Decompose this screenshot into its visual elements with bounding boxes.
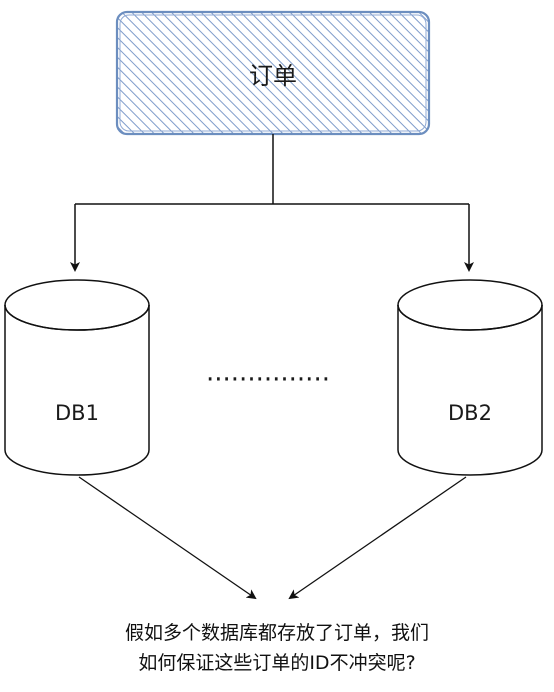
- order-box-label: 订单: [249, 62, 297, 90]
- ellipsis-dots: ···············: [206, 365, 330, 395]
- question-caption: 假如多个数据库都存放了订单，我们 如何保证这些订单的ID不冲突呢?: [40, 618, 514, 678]
- question-line-2: 如何保证这些订单的ID不冲突呢?: [138, 652, 416, 674]
- arrow-db2-to-question: [288, 476, 467, 600]
- converging-arrows: [78, 476, 467, 600]
- arrow-db1-to-question: [78, 476, 257, 600]
- database-db2: DB2: [397, 279, 543, 476]
- db2-label: DB2: [448, 401, 492, 425]
- question-line-1: 假如多个数据库都存放了订单，我们: [124, 622, 429, 644]
- database-db1: DB1: [4, 279, 150, 476]
- db1-label: DB1: [55, 401, 99, 425]
- order-box: 订单: [115, 10, 431, 136]
- connector-lines: [70, 134, 474, 272]
